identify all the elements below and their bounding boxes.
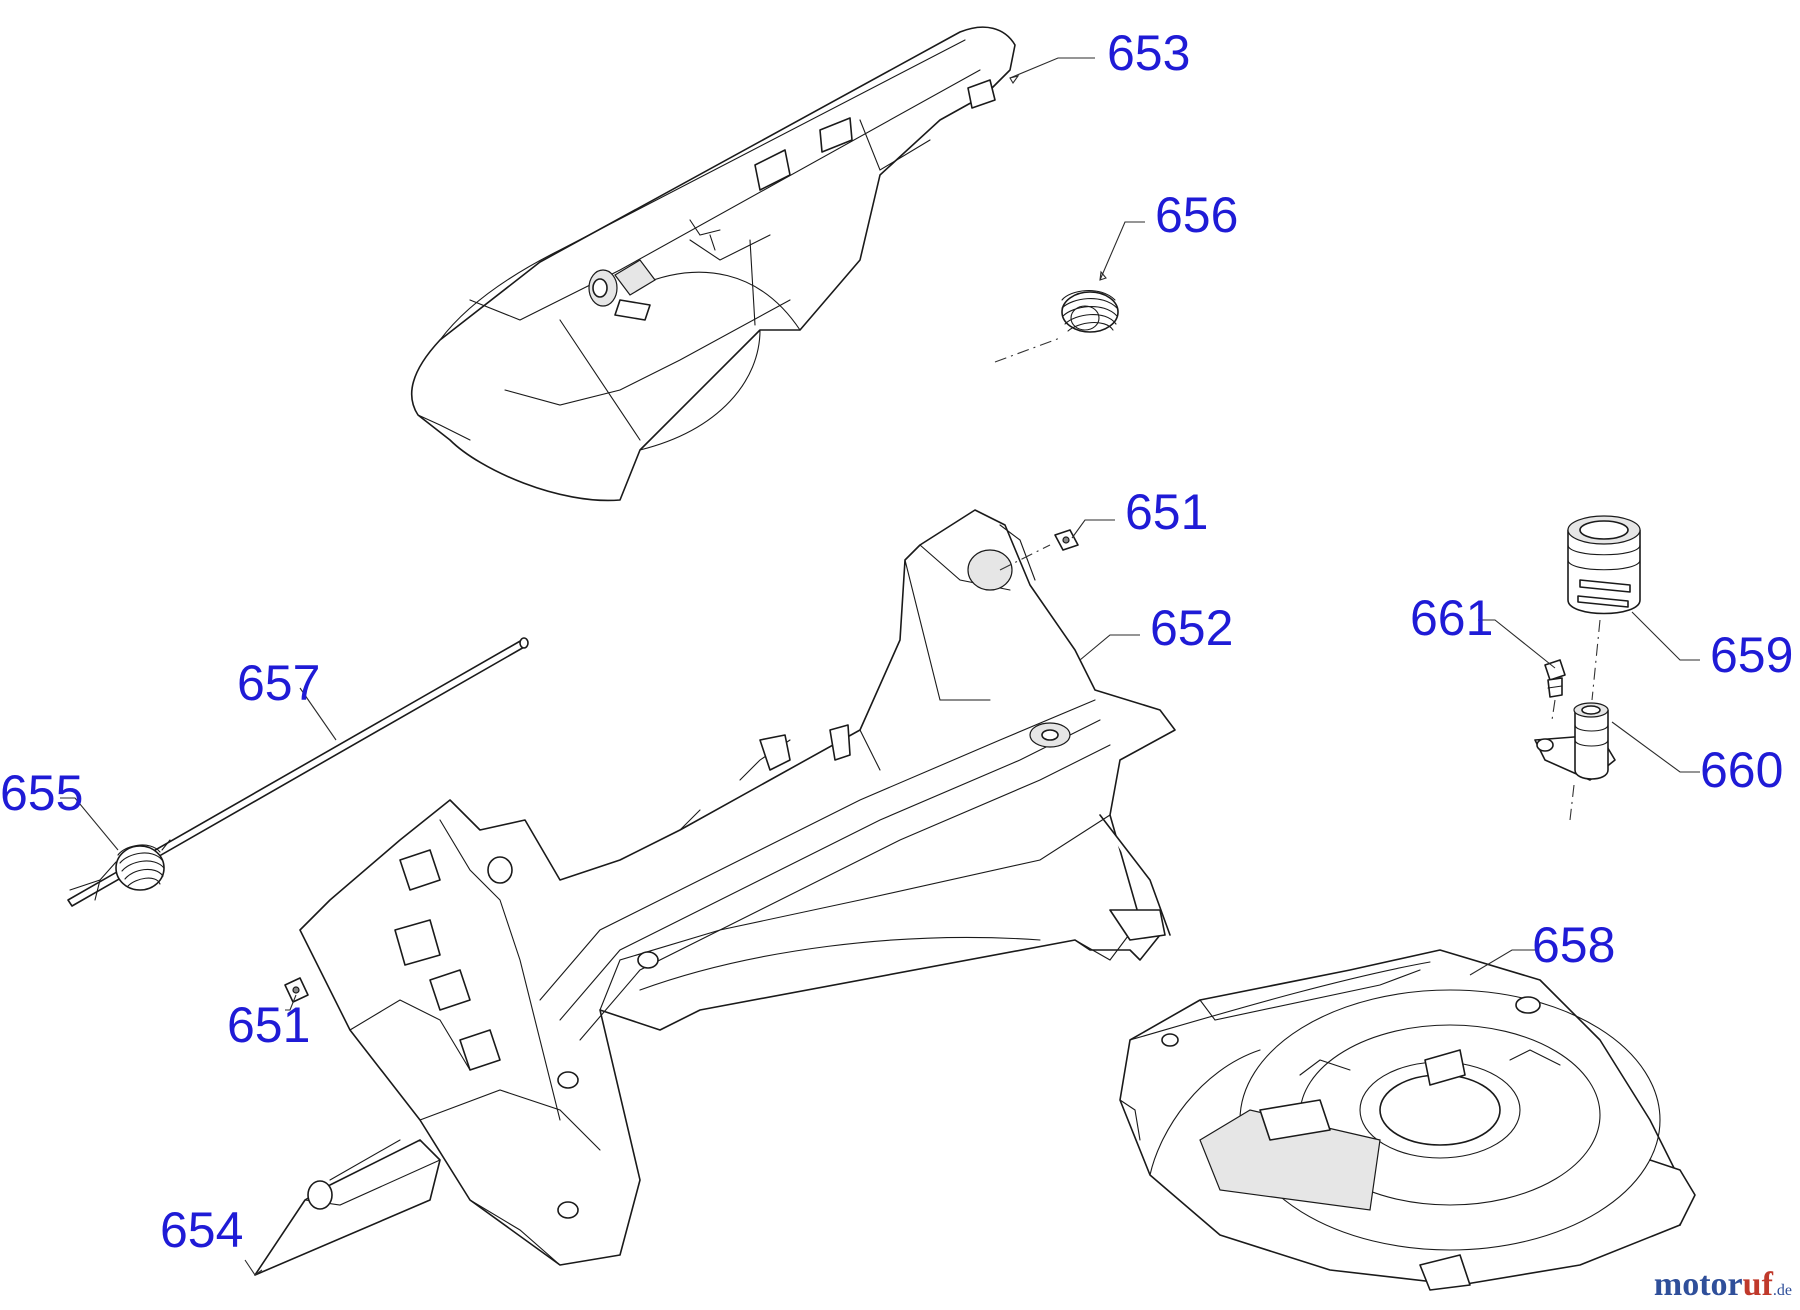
callout-653: 653 [1107,25,1191,81]
callout-656: 656 [1155,187,1239,243]
motoruf-logo: motoruf.de [1654,1266,1792,1304]
part-651-nut-top [999,529,1079,571]
callout-651-bottom: 651 [227,997,311,1053]
part-654-guard-plate [254,1139,441,1276]
part-653-rear-cover [410,26,1016,502]
callout-657: 657 [237,655,321,711]
part-661-fitting [1544,659,1566,721]
part-651-nut-bottom [284,977,309,1003]
callout-661: 661 [1410,590,1494,646]
part-660-axle-bushing [1534,702,1616,821]
callout-654: 654 [160,1202,244,1258]
part-658-deck-housing [1119,949,1696,1291]
part-652-frame [299,509,1176,1266]
callout-658: 658 [1532,917,1616,973]
logo-text-tld: .de [1772,1282,1792,1299]
logo-text-uf: uf [1742,1266,1773,1303]
part-659-cap [1567,515,1641,701]
callout-660: 660 [1700,742,1784,798]
part-656-spring [994,289,1119,363]
callout-651-top: 651 [1125,484,1209,540]
part-657-rod [67,637,529,907]
part-655-torsion-spring [94,839,171,901]
callout-655: 655 [0,765,84,821]
callout-659: 659 [1710,627,1794,683]
leader-lines [60,57,1700,1276]
logo-text-motor: motor [1653,1266,1743,1303]
callout-652: 652 [1150,600,1234,656]
